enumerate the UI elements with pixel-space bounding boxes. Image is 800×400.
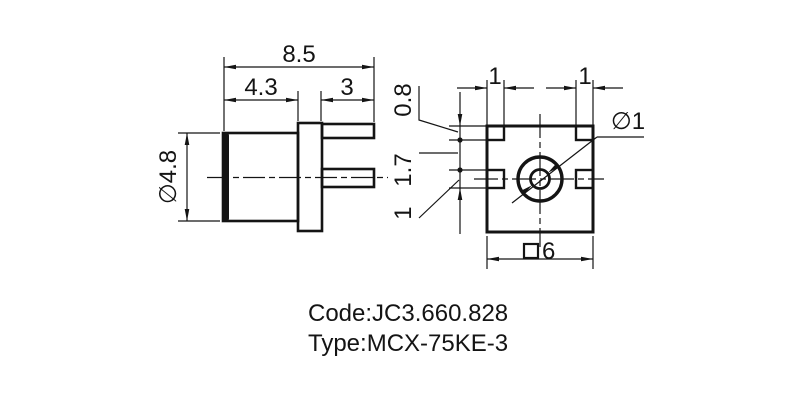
dim-leg-length: 3 — [320, 74, 374, 121]
leader-1 — [418, 179, 460, 219]
front-view — [474, 114, 604, 247]
dim-pin-spacing-label: 1.7 — [390, 153, 417, 186]
top-leg-outline — [320, 122, 376, 140]
dim-leg-length-label: 3 — [340, 74, 353, 101]
dim-pin-width-right-label: 1 — [578, 63, 591, 90]
dim-chain-left: 0.8 1.7 1 — [390, 83, 505, 234]
square-symbol-icon — [522, 242, 540, 260]
dim-mid-pin-thickness-label: 1 — [390, 206, 417, 219]
dim-barrel-diameter: ∅4.8 — [155, 132, 220, 222]
side-view — [207, 121, 388, 233]
notch-top-left — [485, 124, 506, 142]
dim-body-side: 6 — [486, 236, 594, 269]
dim-top-pin-thickness-label: 0.8 — [390, 83, 417, 116]
dim-body-side-label: 6 — [542, 238, 555, 265]
dim-total-length-label: 8.5 — [282, 41, 315, 68]
dim-barrel-length: 4.3 — [224, 74, 299, 121]
dim-barrel-diameter-label: ∅4.8 — [155, 150, 182, 204]
part-type-text: Type:MCX-75KE-3 — [308, 330, 508, 357]
dim-pin-width-right: 1 — [546, 63, 623, 126]
dim-total-length: 8.5 — [223, 41, 375, 131]
leader-0-8 — [418, 86, 459, 133]
title-block: Code:JC3.660.828 Type:MCX-75KE-3 — [308, 300, 508, 357]
dim-pin-width-left: 1 — [457, 63, 534, 126]
notch-top-right — [574, 124, 595, 142]
dim-center-pin-diameter: ∅1 — [511, 108, 645, 204]
dim-barrel-length-label: 4.3 — [244, 74, 277, 101]
dim-center-pin-diameter-label: ∅1 — [611, 108, 645, 135]
dim-pin-width-left-label: 1 — [488, 63, 501, 90]
part-code-text: Code:JC3.660.828 — [308, 300, 508, 327]
